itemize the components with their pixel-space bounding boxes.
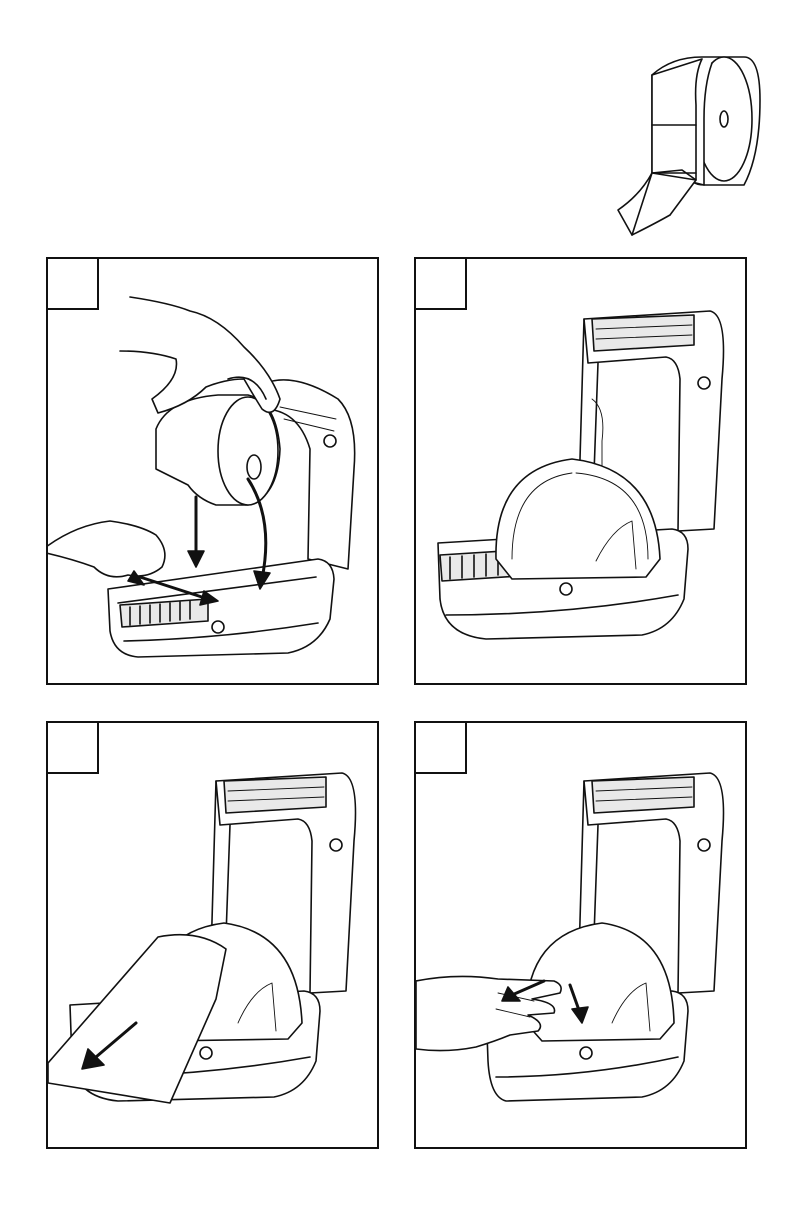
hands-loading-roll-icon <box>48 259 377 683</box>
step-2-number-box <box>414 257 467 310</box>
hand-pressing-guides-icon <box>416 723 745 1147</box>
step-4-number-box <box>414 721 467 774</box>
media-pulled-out-icon <box>48 723 377 1147</box>
step-3-panel <box>46 721 379 1149</box>
step-2-panel <box>414 257 747 685</box>
step-1-panel <box>46 257 379 685</box>
step-1-number-box <box>46 257 99 310</box>
label-roll-icon <box>612 55 762 240</box>
roll-seated-in-printer-icon <box>416 259 745 683</box>
step-4-panel <box>414 721 747 1149</box>
step-3-number-box <box>46 721 99 774</box>
